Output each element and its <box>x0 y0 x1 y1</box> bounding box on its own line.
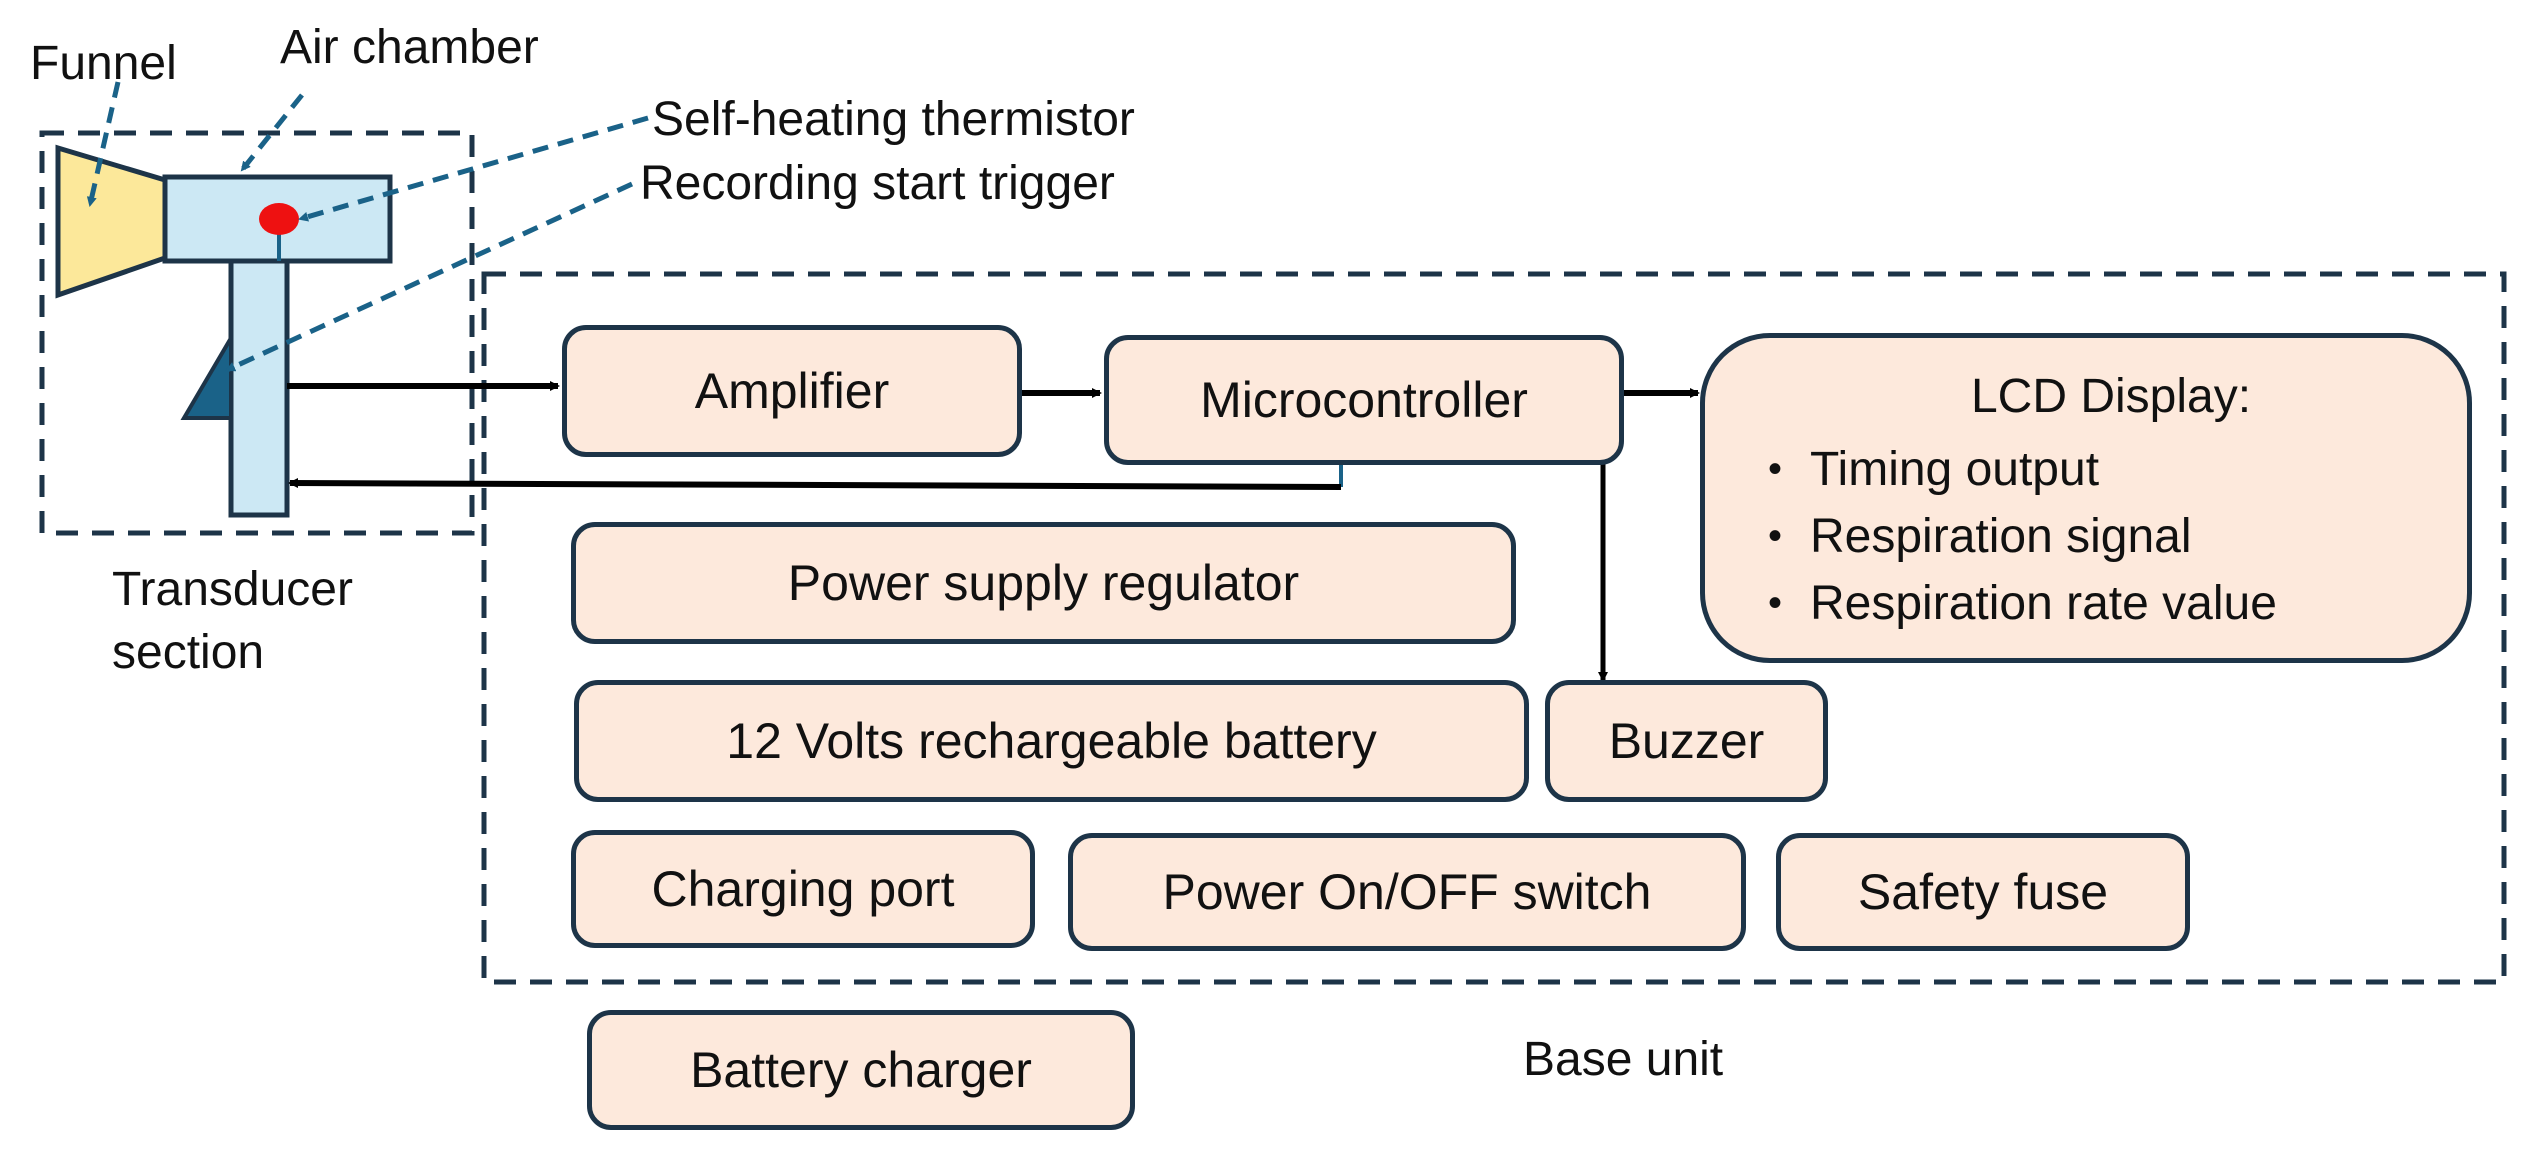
trigger-callout <box>225 181 634 373</box>
thermistor-dot <box>259 203 299 235</box>
funnel-shape <box>55 144 168 299</box>
lcd-item-text: Respiration signal <box>1810 510 2192 564</box>
lcd-display-item: • Respiration signal <box>1768 503 2467 570</box>
funnel-label: Funnel <box>30 37 177 90</box>
microcontroller-to-transducer-arrow <box>288 478 1342 490</box>
safety-fuse-box: Safety fuse <box>1776 833 2190 951</box>
handle-shape <box>228 258 290 518</box>
transducer-section-label-line1: Transducer <box>112 563 353 616</box>
base-unit-label: Base unit <box>1523 1033 1724 1086</box>
lcd-display-item: • Respiration rate value <box>1768 570 2467 637</box>
transducer-section-border <box>39 130 475 536</box>
lcd-display-title: LCD Display: <box>1970 370 2252 423</box>
thermistor-label: Self-heating thermistor <box>652 93 1135 146</box>
charging-port-box: Charging port <box>571 830 1035 948</box>
buzzer-box: Buzzer <box>1545 680 1828 802</box>
lcd-display-item: • Timing output <box>1768 436 2467 503</box>
lcd-display-list: • Timing output • Respiration signal • Resp… <box>1705 436 2467 637</box>
trigger-shape <box>180 330 233 420</box>
bullet-icon: • <box>1768 447 1783 492</box>
lcd-item-text: Timing output <box>1810 443 2100 497</box>
amplifier-box: Amplifier <box>562 325 1022 457</box>
funnel-callout <box>86 81 121 207</box>
bullet-icon: • <box>1768 514 1783 559</box>
base-unit-border <box>481 271 2507 985</box>
trigger-label: Recording start trigger <box>640 157 1115 210</box>
power-switch-box: Power On/OFF switch <box>1068 833 1746 951</box>
battery-box: 12 Volts rechargeable battery <box>574 680 1529 802</box>
lcd-item-text: Respiration rate value <box>1810 577 2277 631</box>
air-chamber-callout <box>240 93 304 172</box>
bullet-icon: • <box>1768 581 1783 626</box>
microcontroller-box: Microcontroller <box>1104 335 1624 465</box>
air-chamber-label: Air chamber <box>280 21 539 74</box>
power-supply-regulator-box: Power supply regulator <box>571 522 1516 644</box>
thermistor-callout <box>298 115 649 222</box>
battery-charger-box: Battery charger <box>587 1010 1135 1130</box>
transducer-section-label-line2: section <box>112 626 265 679</box>
lcd-display-box: LCD Display: • Timing output • Respiration… <box>1700 333 2472 663</box>
